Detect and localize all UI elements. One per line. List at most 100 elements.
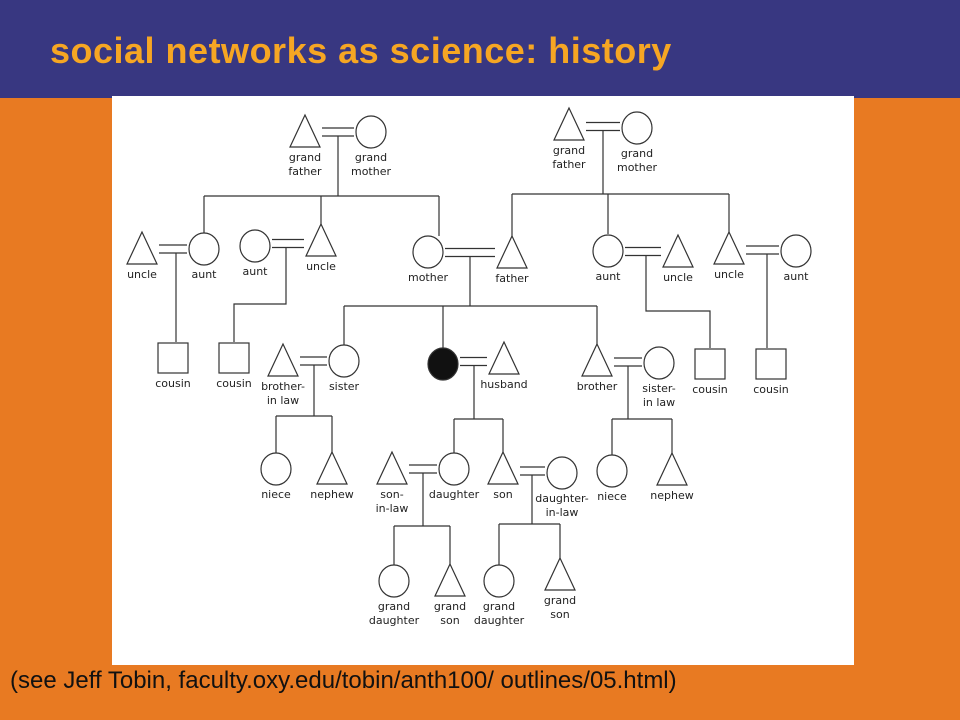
kin-node-cousin1: cousin bbox=[155, 342, 191, 390]
circle-female-symbol bbox=[188, 232, 220, 266]
slide-header bbox=[0, 0, 960, 98]
kin-node-aunt3: aunt bbox=[592, 234, 624, 283]
circle-female-symbol bbox=[643, 346, 675, 380]
triangle-male-symbol bbox=[488, 340, 520, 375]
circle-female-symbol bbox=[592, 234, 624, 268]
kin-node-label: niece bbox=[597, 490, 627, 503]
kin-node-label: grand bbox=[355, 151, 387, 164]
kin-node-dil: daughter-in-law bbox=[535, 456, 589, 519]
kin-node-label: son bbox=[440, 614, 459, 627]
kin-node-label: cousin bbox=[155, 377, 191, 390]
kin-node-label: daughter bbox=[429, 488, 480, 501]
kin-node-label: in law bbox=[267, 394, 299, 407]
kin-node-label: son bbox=[550, 608, 569, 621]
triangle-male-symbol bbox=[713, 230, 745, 265]
kin-node-label: father bbox=[552, 158, 586, 171]
kin-node-label: aunt bbox=[192, 268, 218, 281]
kin-node-label: daughter bbox=[369, 614, 420, 627]
kin-node-label: mother bbox=[617, 161, 657, 174]
kin-node-label: grand bbox=[483, 600, 515, 613]
kin-node-label: daughter bbox=[474, 614, 525, 627]
circle-female-symbol bbox=[438, 452, 470, 486]
triangle-male-symbol bbox=[662, 233, 694, 268]
triangle-male-symbol bbox=[581, 342, 613, 377]
kin-node-label: sister bbox=[329, 380, 360, 393]
triangle-male-symbol bbox=[267, 342, 299, 377]
kin-node-cousin2: cousin bbox=[216, 342, 252, 390]
kin-node-label: nephew bbox=[310, 488, 353, 501]
circle-female-symbol bbox=[239, 229, 271, 263]
kin-node-sister: sister bbox=[328, 344, 360, 393]
kin-node-mother: mother bbox=[408, 235, 448, 284]
kin-node-label: grand bbox=[434, 600, 466, 613]
kin-node-label: uncle bbox=[663, 271, 693, 284]
circle-female-symbol bbox=[546, 456, 578, 490]
kin-node-label: grand bbox=[621, 147, 653, 160]
kin-node-nephew2: nephew bbox=[650, 451, 694, 502]
kin-node-label: in-law bbox=[546, 506, 579, 519]
kin-line bbox=[645, 255, 711, 348]
kin-node-aunt4: aunt bbox=[780, 234, 812, 283]
kin-node-uncle3: uncle bbox=[662, 233, 694, 284]
kin-node-label: niece bbox=[261, 488, 291, 501]
circle-female-symbol bbox=[621, 111, 653, 145]
triangle-male-symbol bbox=[126, 230, 158, 265]
kin-node-label: cousin bbox=[692, 383, 728, 396]
kin-node-label: mother bbox=[351, 165, 391, 178]
kin-node-label: grand bbox=[553, 144, 585, 157]
kin-node-nephew1: nephew bbox=[310, 450, 354, 501]
kin-node-soninlaw: son-in-law bbox=[376, 450, 409, 515]
kin-node-cousin3: cousin bbox=[692, 348, 728, 396]
kin-node-uncle4: uncle bbox=[713, 230, 745, 281]
square-symbol bbox=[694, 348, 726, 380]
kin-node-label: uncle bbox=[714, 268, 744, 281]
kin-node-label: daughter- bbox=[535, 492, 589, 505]
kin-node-label: aunt bbox=[596, 270, 622, 283]
circle-female-symbol bbox=[780, 234, 812, 268]
triangle-male-symbol bbox=[434, 562, 466, 597]
circle-female-symbol bbox=[260, 452, 292, 486]
kin-node-label: mother bbox=[408, 271, 448, 284]
kin-node-label: aunt bbox=[784, 270, 810, 283]
circle-female-symbol bbox=[483, 564, 515, 598]
kin-node-label: in law bbox=[643, 396, 675, 409]
kin-node-son: son bbox=[487, 450, 519, 501]
triangle-male-symbol bbox=[376, 450, 408, 485]
kin-node-aunt2: aunt bbox=[239, 229, 271, 278]
triangle-male-symbol bbox=[553, 106, 585, 141]
kin-node-label: sister- bbox=[642, 382, 675, 395]
kin-line bbox=[233, 247, 287, 342]
kin-node-label: son- bbox=[380, 488, 403, 501]
kinship-diagram: grandfathergrandmothergrandfathergrandmo… bbox=[126, 106, 812, 627]
kin-node-father: father bbox=[495, 234, 529, 285]
kin-node-label: in-law bbox=[376, 502, 409, 515]
triangle-male-symbol bbox=[305, 222, 337, 257]
filled-circle-ego-symbol bbox=[427, 347, 459, 381]
triangle-male-symbol bbox=[289, 113, 321, 148]
kin-node-husband: husband bbox=[480, 340, 528, 391]
square-symbol bbox=[755, 348, 787, 380]
kin-node-niece2: niece bbox=[596, 454, 628, 503]
kin-node-label: nephew bbox=[650, 489, 693, 502]
triangle-male-symbol bbox=[487, 450, 519, 485]
circle-female-symbol bbox=[328, 344, 360, 378]
triangle-male-symbol bbox=[316, 450, 348, 485]
triangle-male-symbol bbox=[656, 451, 688, 486]
slide-title: social networks as science: history bbox=[50, 30, 672, 71]
kin-node-label: grand bbox=[544, 594, 576, 607]
triangle-male-symbol bbox=[496, 234, 528, 269]
circle-female-symbol bbox=[412, 235, 444, 269]
kin-node-label: uncle bbox=[306, 260, 336, 273]
square-symbol bbox=[157, 342, 189, 374]
kin-node-daughter: daughter bbox=[429, 452, 480, 501]
kin-node-sil: sister-in law bbox=[642, 346, 676, 409]
